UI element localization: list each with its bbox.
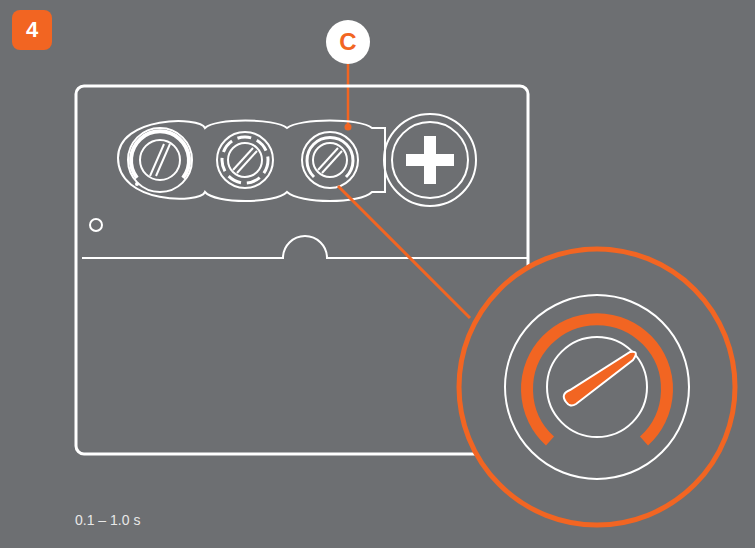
zoom-leader <box>338 186 470 318</box>
plus-button <box>384 114 476 206</box>
knob <box>217 132 273 188</box>
callout-letter: C <box>326 20 370 64</box>
zoom-circle <box>459 249 735 525</box>
badge-text: C <box>339 28 356 56</box>
knob-scale <box>307 137 353 177</box>
viewing-window <box>82 236 528 258</box>
leader-line <box>347 64 350 124</box>
knob-scale <box>222 137 268 183</box>
knob-cap <box>140 140 180 180</box>
step-number: 4 <box>12 10 52 50</box>
delay-scale <box>527 319 667 441</box>
sensor <box>90 219 102 231</box>
knob-housing <box>118 121 385 202</box>
badge-text: 4 <box>26 17 38 43</box>
delay-knob <box>302 132 358 188</box>
leader-dot <box>345 124 352 131</box>
knob-pointer <box>564 352 636 406</box>
knob <box>128 128 192 192</box>
range-label: 0.1 – 1.0 s <box>75 512 140 528</box>
